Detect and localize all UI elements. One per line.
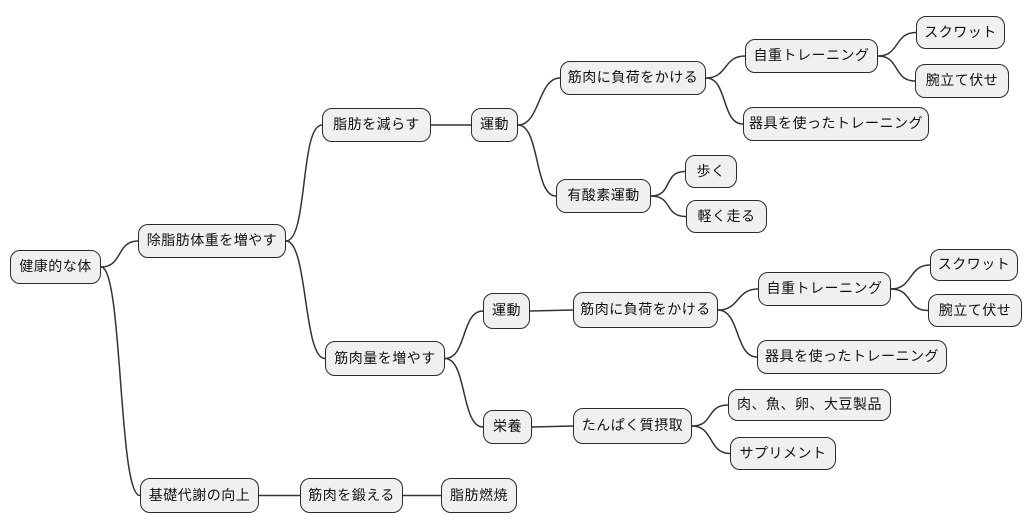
node-equipment1: 器具を使ったトレーニング <box>743 107 929 141</box>
edge-muscle-mass-exercise2 <box>444 310 484 360</box>
edge-bodyweight1-pushup1 <box>877 55 916 82</box>
node-aerobic: 有酸素運動 <box>556 179 651 213</box>
node-protein: たんぱく質摂取 <box>573 408 692 444</box>
node-squat2: スクワット <box>930 249 1018 281</box>
node-metab: 基礎代謝の向上 <box>140 478 259 513</box>
node-exercise1: 運動 <box>471 108 518 142</box>
edge-load2-bodyweight2 <box>717 288 759 311</box>
edge-exercise2-load2 <box>529 309 574 312</box>
node-equipment2: 器具を使ったトレーニング <box>757 340 947 374</box>
node-foods: 肉、魚、卵、大豆製品 <box>728 389 891 421</box>
node-load2: 筋肉に負荷をかける <box>573 292 718 328</box>
edge-lean-reduce-fat <box>285 124 323 242</box>
edge-exercise1-load1 <box>517 77 561 126</box>
edge-protein-supplement <box>691 425 731 455</box>
node-nutrition: 栄養 <box>483 410 532 444</box>
node-supplement: サプリメント <box>730 437 836 470</box>
edge-aerobic-walk <box>650 170 686 197</box>
node-walk: 歩く <box>685 155 737 188</box>
edge-lean-muscle-mass <box>285 240 326 360</box>
edge-protein-foods <box>691 404 729 427</box>
node-pushup1: 腕立て伏せ <box>915 64 1009 98</box>
edge-nutrition-protein <box>531 425 574 428</box>
edge-root-metab <box>100 266 141 497</box>
edge-root-lean <box>100 240 139 268</box>
node-reduce-fat: 脂肪を減らす <box>322 108 431 142</box>
node-squat1: スクワット <box>916 16 1005 49</box>
node-bodyweight1: 自重トレーニング <box>745 39 878 73</box>
node-pushup2: 腕立て伏せ <box>928 294 1022 327</box>
node-fat-burn: 脂肪燃焼 <box>441 478 517 513</box>
node-lean: 除脂肪体重を増やす <box>138 224 286 258</box>
edge-load2-equipment2 <box>717 309 758 358</box>
edge-exercise1-aerobic <box>517 124 557 197</box>
node-muscle-mass: 筋肉量を増やす <box>325 341 445 376</box>
node-jog: 軽く走る <box>686 200 767 233</box>
edge-bodyweight2-squat2 <box>890 264 931 290</box>
edge-muscle-mass-nutrition <box>444 357 484 428</box>
edge-load1-equipment1 <box>705 77 744 125</box>
node-root: 健康的な体 <box>10 250 101 284</box>
node-train-muscle: 筋肉を鍛える <box>300 478 403 513</box>
node-exercise2: 運動 <box>483 293 530 329</box>
edge-load1-bodyweight1 <box>705 55 746 79</box>
node-bodyweight2: 自重トレーニング <box>758 272 891 306</box>
node-load1: 筋肉に負荷をかける <box>560 61 706 95</box>
edge-bodyweight1-squat1 <box>877 31 917 57</box>
edge-bodyweight2-pushup2 <box>890 288 929 312</box>
edge-aerobic-jog <box>650 195 687 218</box>
